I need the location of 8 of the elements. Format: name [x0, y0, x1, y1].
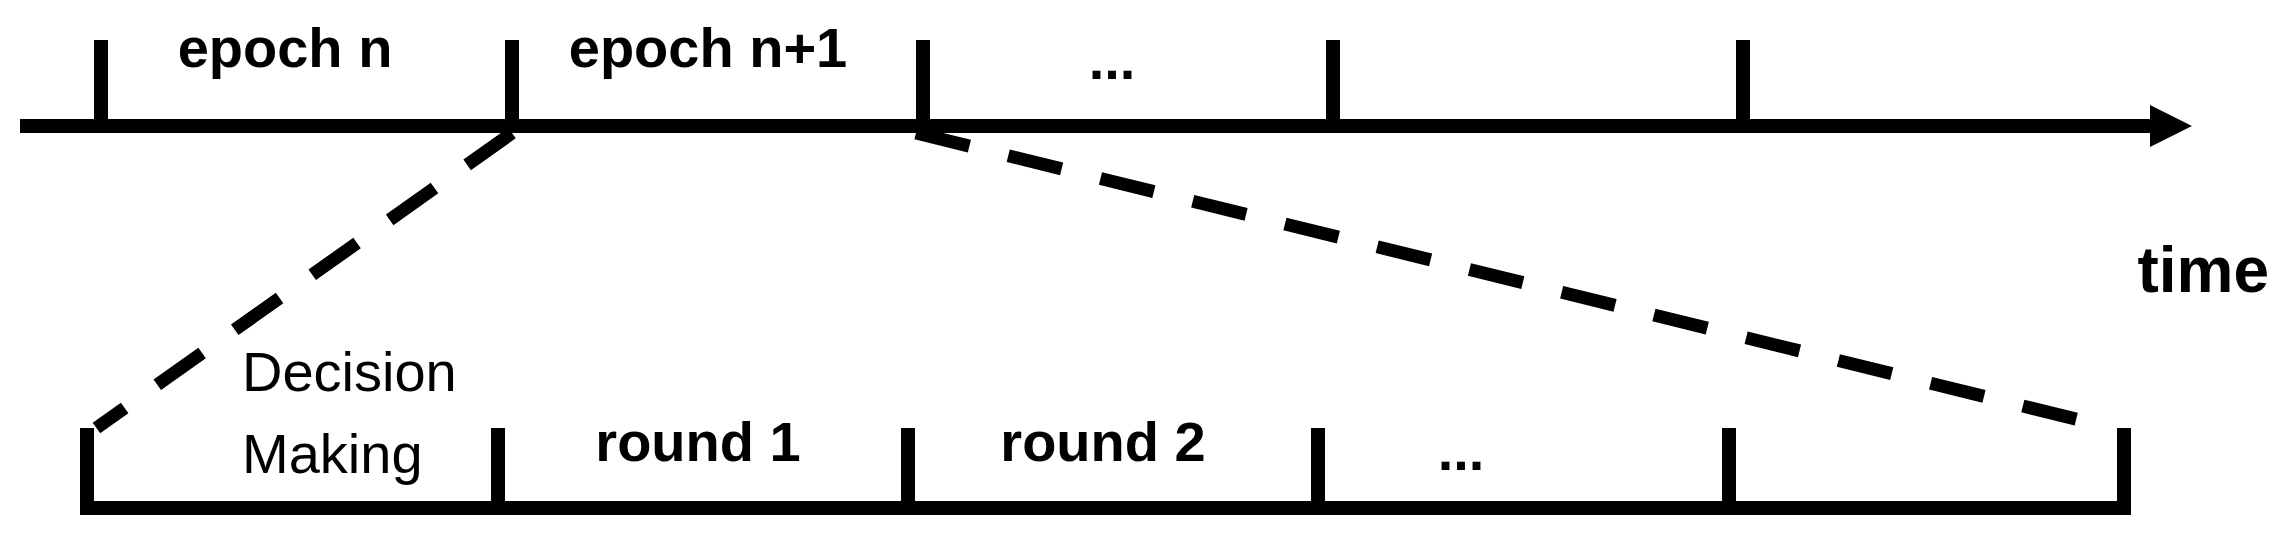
axis-label: time [2137, 238, 2269, 302]
segment-label: round 1 [595, 414, 801, 470]
segment-label: round 2 [1000, 414, 1206, 470]
segment-label: ... [1437, 423, 1485, 479]
timeline-segment [1311, 428, 1722, 515]
timeline-segment [1722, 428, 2131, 515]
segment-label: Decision Making [242, 339, 457, 487]
segment-label: ... [1088, 32, 1136, 88]
